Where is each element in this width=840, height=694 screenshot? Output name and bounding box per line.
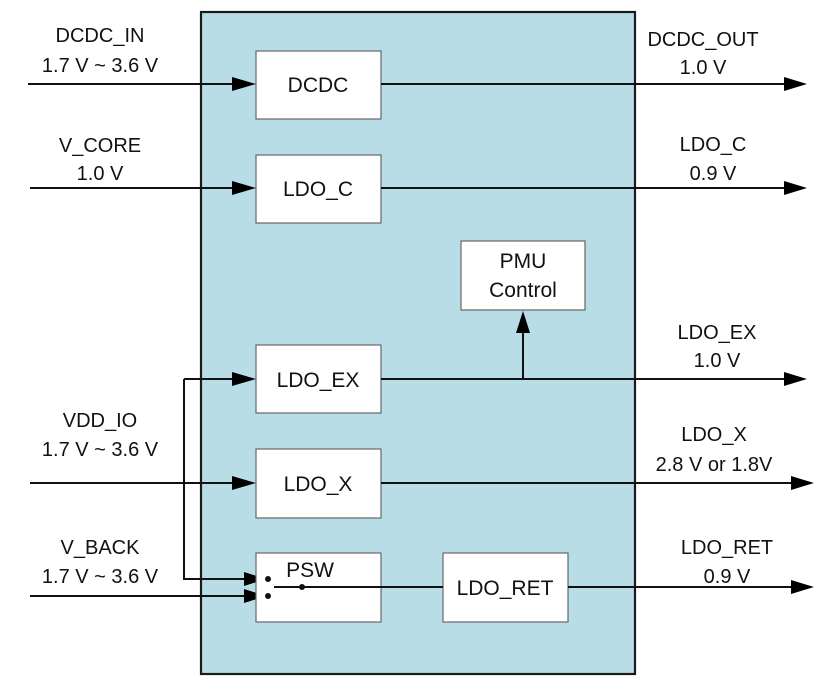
- input-value: 1.7 V ~ 3.6 V: [42, 566, 159, 588]
- output-ldo-c: LDO_C 0.9 V: [381, 134, 807, 195]
- output-value: 0.9 V: [704, 566, 751, 588]
- block-dcdc: DCDC: [255, 50, 382, 120]
- arrow-right-icon: [244, 572, 266, 586]
- block-ldo-ret: LDO_RET: [442, 552, 569, 623]
- block-label: DCDC: [288, 74, 349, 97]
- arrow-right-icon: [232, 77, 256, 91]
- output-name: LDO_X: [681, 424, 747, 446]
- input-dcdc-in: DCDC_IN 1.7 V ~ 3.6 V: [28, 25, 256, 91]
- output-name: DCDC_OUT: [647, 29, 758, 51]
- block-label-line2: Control: [489, 279, 557, 302]
- block-label: LDO_C: [283, 178, 353, 201]
- block-pmu-control: PMU Control: [460, 240, 586, 311]
- arrow-right-icon: [244, 589, 266, 603]
- vdd-io-branch-wire: [183, 379, 248, 580]
- block-label: LDO_RET: [457, 577, 554, 600]
- arrow-right-icon: [791, 580, 814, 594]
- block-label: LDO_X: [284, 473, 353, 496]
- input-name: V_CORE: [59, 135, 141, 157]
- block-label: LDO_EX: [277, 369, 360, 392]
- arrow-right-icon: [232, 372, 256, 386]
- arrow-up-icon: [516, 311, 530, 333]
- input-v-core: V_CORE 1.0 V: [30, 135, 256, 195]
- input-name: VDD_IO: [63, 410, 137, 432]
- arrow-right-icon: [784, 181, 807, 195]
- input-vdd-io: VDD_IO 1.7 V ~ 3.6 V: [30, 372, 266, 586]
- output-value: 1.0 V: [694, 350, 741, 372]
- output-name: LDO_RET: [681, 537, 773, 559]
- input-v-back: V_BACK 1.7 V ~ 3.6 V: [30, 537, 266, 603]
- output-name: LDO_C: [680, 134, 747, 156]
- output-value: 0.9 V: [690, 163, 737, 185]
- arrow-right-icon: [784, 372, 807, 386]
- block-label-line1: PMU: [500, 250, 547, 273]
- input-value: 1.7 V ~ 3.6 V: [42, 55, 159, 77]
- output-ldo-ex: LDO_EX 1.0 V: [381, 322, 807, 386]
- block-label: PSW: [286, 559, 334, 582]
- switch-contact-icon: [265, 593, 271, 599]
- block-psw: PSW: [255, 552, 382, 623]
- arrow-right-icon: [232, 476, 256, 490]
- output-ldo-x: LDO_X 2.8 V or 1.8V: [381, 424, 814, 490]
- output-value: 2.8 V or 1.8V: [656, 454, 773, 476]
- input-value: 1.0 V: [77, 163, 124, 185]
- arrow-right-icon: [784, 77, 807, 91]
- arrow-right-icon: [232, 181, 256, 195]
- input-name: DCDC_IN: [56, 25, 145, 47]
- switch-contact-icon: [265, 576, 271, 582]
- output-value: 1.0 V: [680, 57, 727, 79]
- output-name: LDO_EX: [678, 322, 757, 344]
- arrow-right-icon: [791, 476, 814, 490]
- output-dcdc-out: DCDC_OUT 1.0 V: [381, 29, 807, 91]
- output-ldo-ret: LDO_RET 0.9 V: [568, 537, 814, 594]
- block-ldo-ex: LDO_EX: [255, 344, 382, 414]
- block-ldo-x: LDO_X: [255, 448, 382, 519]
- block-ldo-c: LDO_C: [255, 154, 382, 224]
- input-value: 1.7 V ~ 3.6 V: [42, 439, 159, 461]
- input-name: V_BACK: [61, 537, 141, 559]
